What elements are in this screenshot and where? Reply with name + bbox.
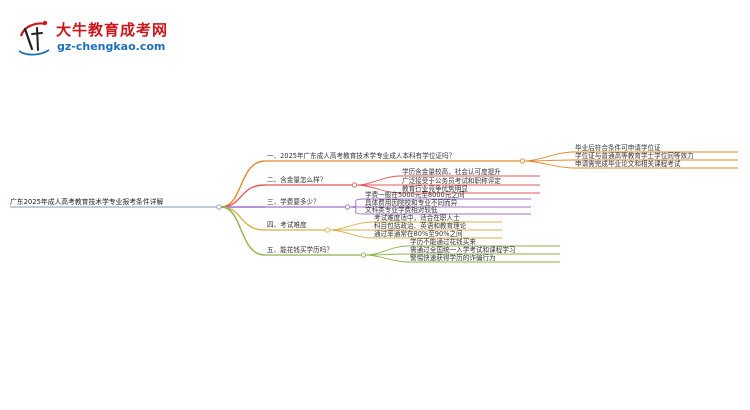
leaf-label: 文科类专业学费相对较低 — [365, 205, 438, 214]
leaf-label: 通过率通常在80%至90%之间 — [374, 229, 463, 238]
branch-label-5: 五、能花钱买学历吗？ — [267, 245, 333, 254]
bull-logo-icon — [18, 20, 50, 56]
site-logo[interactable]: 大牛教育成考网 gz-chengkao.com — [16, 14, 186, 58]
leaf-label: 科目包括政治、英语和教育理论 — [374, 221, 467, 230]
leaf-connector — [356, 175, 401, 186]
leaf-connector — [349, 206, 364, 215]
branch-label-1: 一、2025年广东成人高考教育技术学专业成人本科有学位证吗？ — [267, 151, 455, 160]
leaf-connector — [365, 254, 409, 263]
root-topic: 广东2025年成人高考教育技术学专业报考条件详解 — [10, 197, 163, 206]
leaf-label: 学费一般在5000元至8000元之间 — [365, 190, 465, 199]
branch-node-dot — [344, 204, 351, 210]
brand-name: 大牛教育成考网 — [56, 21, 169, 39]
leaf-connector — [524, 160, 574, 169]
leaf-label: 毕业后符合条件可申请学位证 — [575, 143, 661, 152]
branch-node-dot — [351, 182, 358, 188]
branch-label-3: 三、学费要多少？ — [267, 197, 320, 206]
leaf-label: 学历不能通过花钱买来 — [410, 237, 476, 246]
leaf-label: 具体费用因院校和专业不同而异 — [365, 198, 458, 207]
leaf-connector — [329, 221, 373, 231]
leaf-connector — [329, 229, 373, 239]
branch-node-dot — [519, 158, 526, 164]
root-node-dot — [216, 204, 222, 210]
branch-connector — [220, 206, 266, 231]
leaf-label: 申请需完成毕业论文和相关课程考试 — [575, 159, 681, 168]
branch-node-dot — [360, 252, 367, 258]
branch-node-dot — [324, 227, 331, 233]
leaf-connector — [349, 198, 364, 208]
leaf-label: 考试难度适中，适合在职人士 — [374, 213, 460, 222]
leaf-label: 学历含金量较高，社会认可度提升 — [402, 167, 501, 176]
branch-label-2: 二、含金量怎么样？ — [267, 175, 326, 184]
leaf-label: 广泛接受于公务员考试和职称评定 — [402, 176, 501, 185]
branch-label-4: 四、考试难度 — [267, 220, 307, 229]
branch-connector — [220, 160, 266, 208]
leaf-label: 警惕快速获得学历的诈骗行为 — [410, 253, 496, 262]
leaf-label: 需通过全国统一入学考试和课程学习 — [410, 245, 516, 254]
leaf-label: 学位证与普通高等教育学士学位同等效力 — [575, 151, 694, 160]
brand-url: gz-chengkao.com — [57, 40, 166, 53]
leaf-connector — [356, 184, 401, 194]
branch-connector — [220, 206, 266, 256]
leaf-label: 教育行业竞争优势明显 — [402, 184, 468, 193]
branch-connector — [220, 184, 266, 208]
